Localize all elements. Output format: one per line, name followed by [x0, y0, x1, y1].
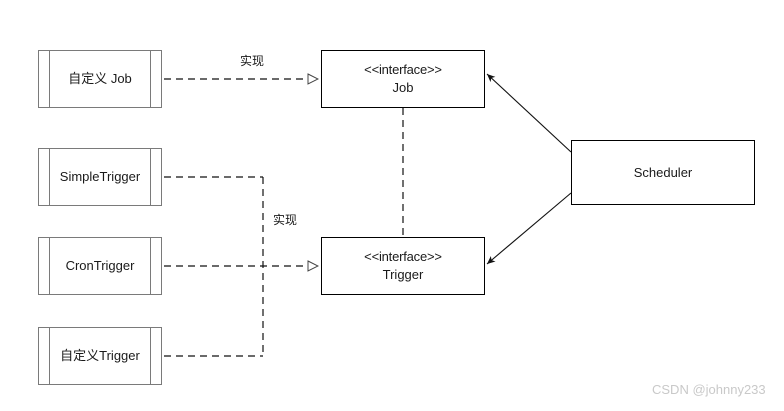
component-label: SimpleTrigger [59, 169, 141, 185]
component-left-bar [49, 328, 50, 384]
component-left-bar [49, 51, 50, 107]
component-left-bar [49, 238, 50, 294]
edge-label-realize-job: 实现 [240, 54, 265, 68]
component-right-bar [150, 328, 151, 384]
interface-name: Trigger [382, 267, 424, 282]
class-scheduler[interactable]: Scheduler [571, 140, 755, 205]
interface-stereotype: <<interface>> [364, 62, 442, 78]
interface-trigger[interactable]: <<interface>> Trigger [321, 237, 485, 295]
component-label: 自定义Trigger [60, 348, 140, 364]
component-right-bar [150, 51, 151, 107]
component-simple-trigger[interactable]: SimpleTrigger [38, 148, 162, 206]
class-label: Scheduler [633, 165, 693, 180]
interface-job[interactable]: <<interface>> Job [321, 50, 485, 108]
component-label: CronTrigger [65, 258, 135, 274]
interface-name: Job [392, 80, 414, 95]
component-label: 自定义 Job [68, 71, 132, 87]
interface-stereotype: <<interface>> [364, 249, 442, 265]
component-custom-trigger[interactable]: 自定义Trigger [38, 327, 162, 385]
edge-scheduler-to-job [486, 73, 572, 153]
component-custom-job[interactable]: 自定义 Job [38, 50, 162, 108]
component-right-bar [150, 238, 151, 294]
csdn-watermark: CSDN @johnny233 [652, 382, 766, 397]
component-left-bar [49, 149, 50, 205]
component-right-bar [150, 149, 151, 205]
edge-scheduler-to-trigger [486, 192, 572, 265]
edge-label-realize-trigger: 实现 [273, 213, 298, 227]
component-cron-trigger[interactable]: CronTrigger [38, 237, 162, 295]
